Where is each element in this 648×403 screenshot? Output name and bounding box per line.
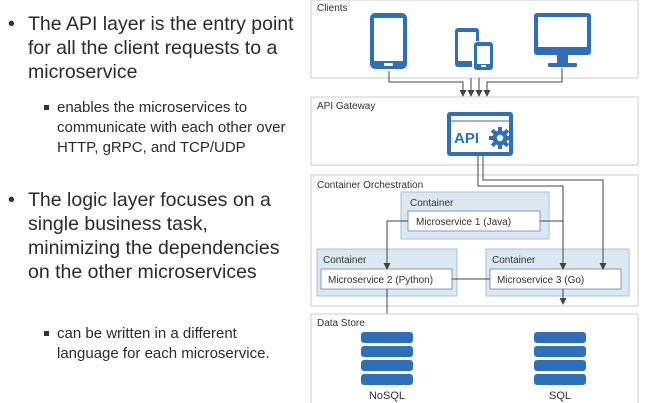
- api-gateway-label: API Gateway: [317, 101, 375, 112]
- bullet-dot: •: [8, 189, 15, 211]
- sql-label: SQL: [549, 390, 571, 402]
- tablet-icon: [370, 13, 407, 69]
- nosql-database-icon: [361, 332, 413, 385]
- monitor-icon: [534, 13, 591, 67]
- subbullet-languages: can be written in a different language f…: [44, 324, 299, 364]
- container-3: Container Microservice 3 (Go): [485, 248, 630, 297]
- container-label: Container: [410, 198, 454, 209]
- gear-icon: [489, 127, 511, 149]
- bullet-api-layer: • The API layer is the entry point for a…: [6, 12, 296, 84]
- data-store-panel: Data Store: [310, 313, 639, 403]
- api-gateway-icon: API: [447, 112, 513, 156]
- api-badge-text: API: [454, 130, 479, 147]
- microservice-2-label: Microservice 2 (Python): [328, 275, 433, 286]
- nosql-label: NoSQL: [369, 390, 405, 402]
- container-orchestration-label: Container Orchestration: [317, 180, 423, 191]
- subbullet-square: [44, 105, 49, 110]
- subbullet-communication-text: enables the microservices to communicate…: [57, 99, 286, 156]
- bullet-dot: •: [8, 13, 15, 35]
- service-connectors: [383, 156, 607, 331]
- clients-label: Clients: [317, 3, 348, 14]
- microservice-3-label: Microservice 3 (Go): [497, 275, 584, 286]
- data-store-label: Data Store: [317, 318, 365, 329]
- architecture-diagram: Clients API Gateway API: [310, 0, 639, 403]
- bullet-api-layer-text: The API layer is the entry point for all…: [28, 13, 294, 83]
- subbullet-communication: enables the microservices to communicate…: [44, 98, 299, 158]
- bullet-logic-layer: • The logic layer focuses on a single bu…: [6, 188, 296, 284]
- client-to-gateway-arrows: [388, 68, 563, 97]
- bullet-logic-layer-text: The logic layer focuses on a single busi…: [28, 189, 280, 283]
- subbullet-languages-text: can be written in a different language f…: [57, 325, 270, 362]
- container-label: Container: [492, 255, 536, 266]
- bullet-list: • The API layer is the entry point for a…: [0, 0, 300, 403]
- container-1: Container Microservice 1 (Java): [400, 191, 550, 240]
- microservice-1-label: Microservice 1 (Java): [416, 217, 511, 228]
- sql-database-icon: [534, 332, 586, 385]
- tablet-phone-icon: [455, 28, 494, 71]
- subbullet-square: [44, 331, 49, 336]
- container-label: Container: [323, 255, 367, 266]
